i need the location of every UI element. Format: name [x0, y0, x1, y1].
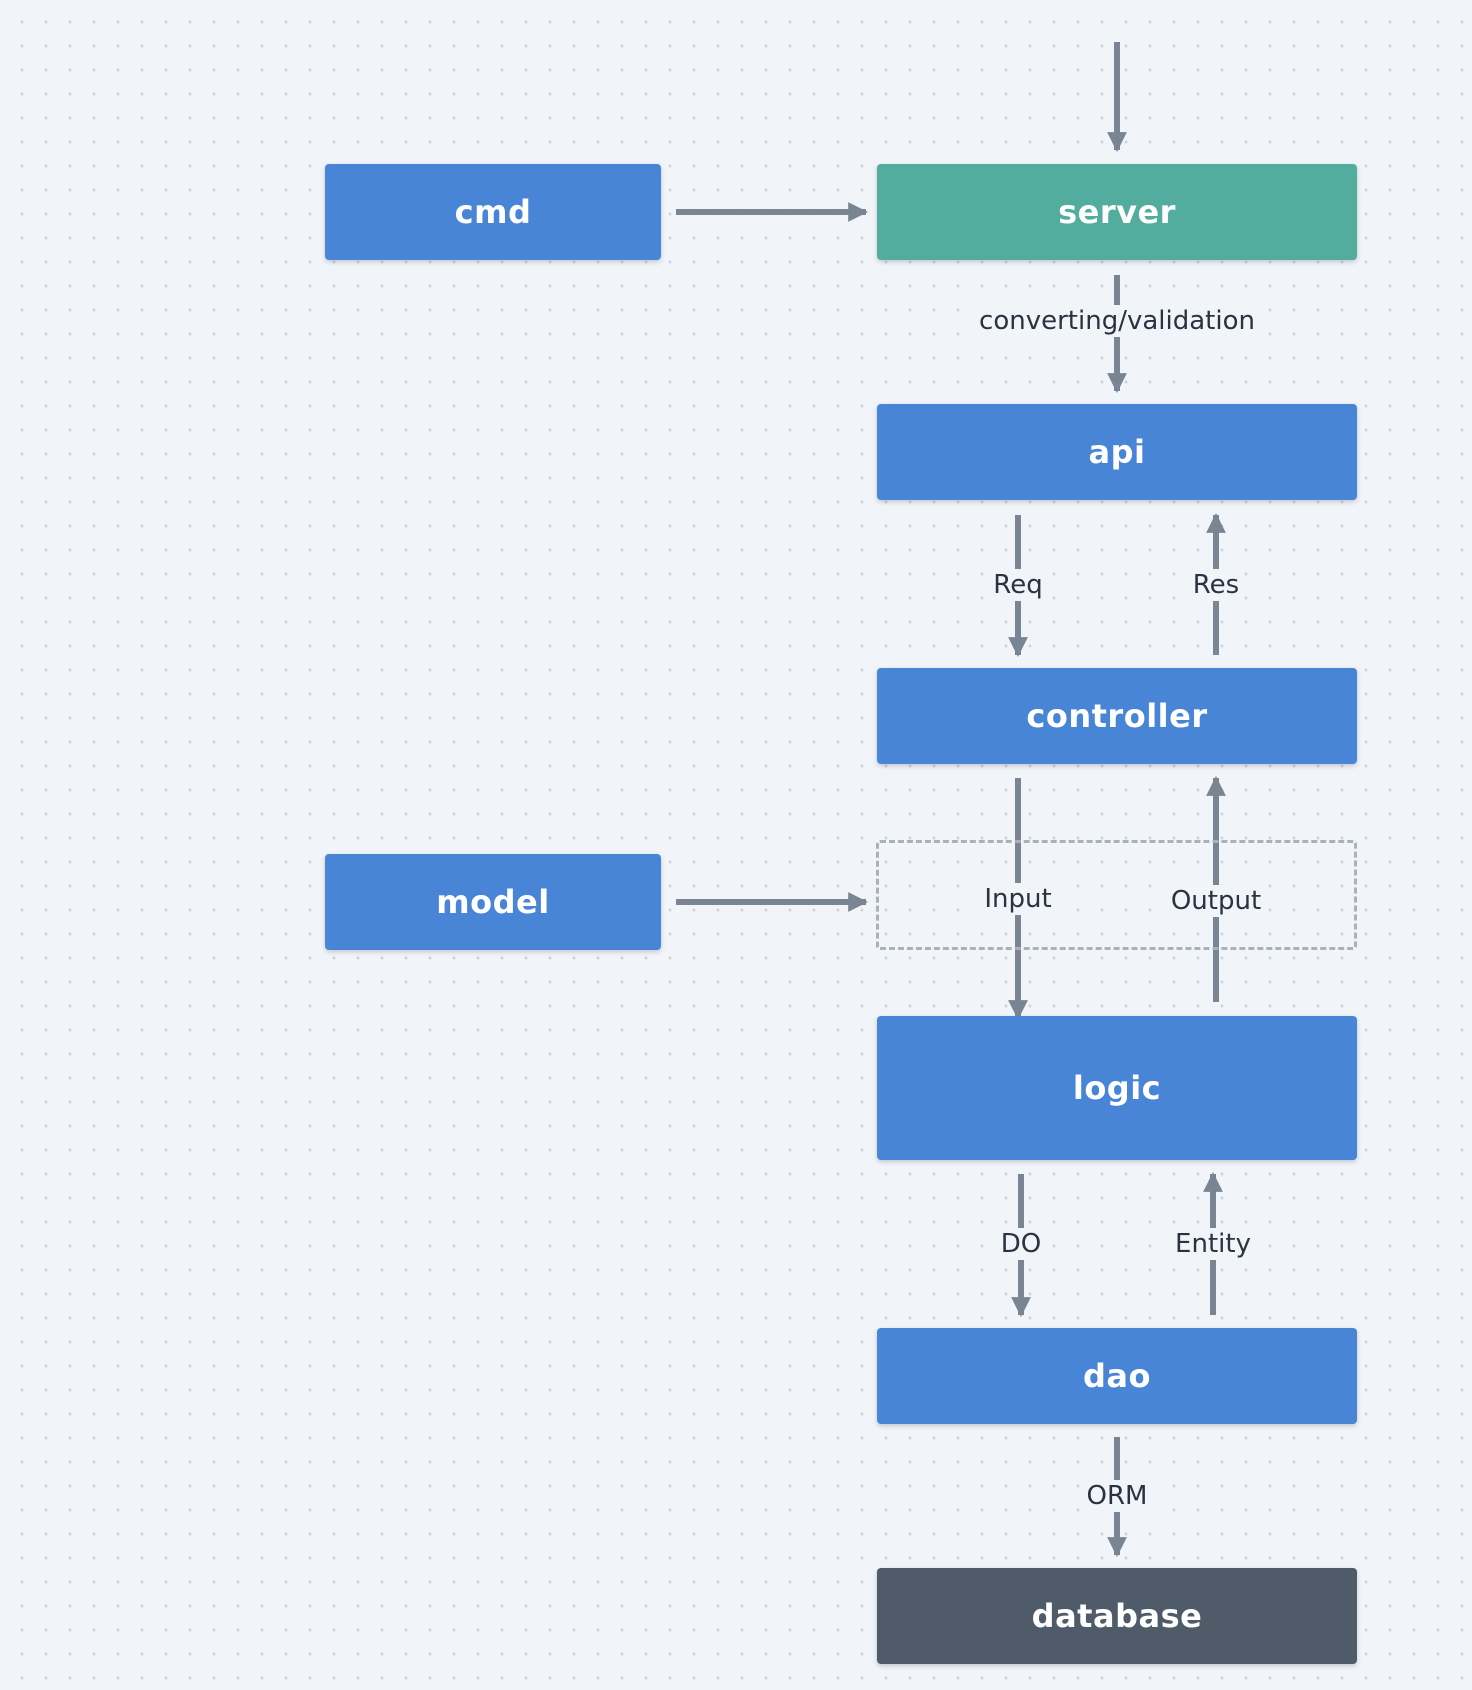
logic-node[interactable]: logic	[877, 1016, 1357, 1160]
api-node[interactable]: api	[877, 404, 1357, 500]
database-node[interactable]: database	[877, 1568, 1357, 1664]
model-node[interactable]: model	[325, 854, 661, 950]
req-label: Req	[987, 569, 1049, 601]
do-label: DO	[994, 1228, 1048, 1260]
cmd-node[interactable]: cmd	[325, 164, 661, 260]
orm-label: ORM	[1080, 1480, 1154, 1512]
dao-node[interactable]: dao	[877, 1328, 1357, 1424]
res-label: Res	[1186, 569, 1246, 601]
model-group-boundary	[876, 840, 1357, 950]
converting-validation-label: converting/validation	[973, 305, 1261, 337]
output-label: Output	[1164, 885, 1268, 917]
input-label: Input	[978, 883, 1058, 915]
server-node[interactable]: server	[877, 164, 1357, 260]
entity-label: Entity	[1169, 1228, 1257, 1260]
controller-node[interactable]: controller	[877, 668, 1357, 764]
